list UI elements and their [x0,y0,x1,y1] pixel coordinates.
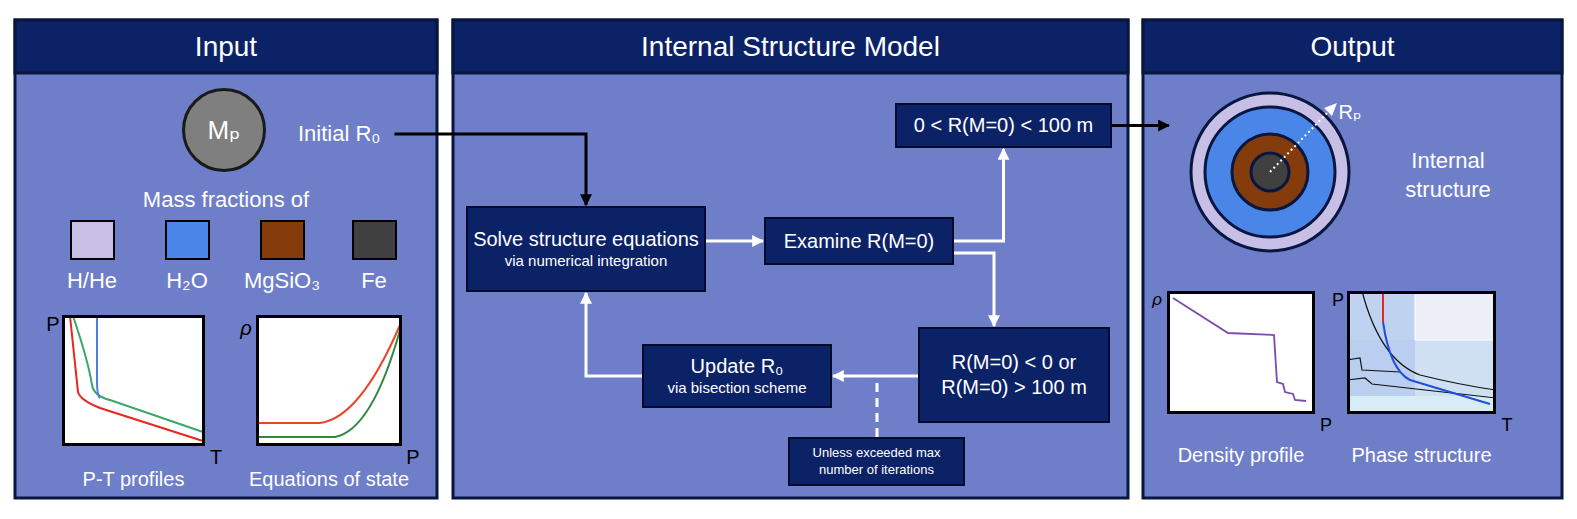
axis-label: T [210,446,222,469]
legend-item: MgSiO₃ [232,220,332,294]
pt-profile-plot: PTP-T profiles [62,315,205,446]
legend-swatch [165,220,210,260]
legend-item: H₂O [137,220,237,294]
iteration-limit-line [876,382,879,437]
axis-label: ρ [240,317,251,340]
plot-caption: Equations of state [249,468,409,491]
axis-label: T [1502,415,1513,436]
phase-plot [1347,291,1496,414]
legend-item: Fe [324,220,424,294]
box-content: Update R₀via bisection scheme [644,346,830,406]
output-label: Internal structure [1383,147,1513,204]
box-content: R(M=0) < 0 or R(M=0) > 100 m [920,329,1108,421]
axis-label: ρ [1152,290,1162,310]
phase-plot-frame: PTPhase structure [1347,291,1496,414]
result-box: R(M=0) < 0 or R(M=0) > 100 m [918,327,1110,423]
panel-grounds [15,20,1562,498]
panel-title: Internal Structure Model [453,20,1128,73]
axis-label: P [1332,290,1344,311]
box-label: Solve structure equations [473,227,699,252]
box-label: Examine R(M=0) [784,229,935,254]
flow-arrow [833,375,918,378]
box-sublabel: via bisection scheme [667,379,806,398]
density-plot [1167,291,1315,414]
box-label: Unless exceeded max number of iterations [802,445,952,478]
planet-mass-circle: Mₚ [182,88,266,172]
box-label: 0 < R(M=0) < 100 m [914,113,1094,138]
mass-label: Mₚ [208,115,241,146]
flow-arrow [954,253,994,326]
box-sublabel: via numerical integration [505,252,668,271]
box-content: Examine R(M=0) [766,219,952,263]
circle-content: Mₚ [185,91,263,169]
section-label: Mass fractions of [143,186,309,215]
plot-caption: Density profile [1178,444,1305,467]
flow-arrow [1112,124,1169,127]
box-label: R(M=0) < 0 or R(M=0) > 100 m [932,350,1097,400]
legend-label: MgSiO₃ [244,268,320,294]
result-box: 0 < R(M=0) < 100 m [895,103,1112,148]
panel-title: Output [1143,20,1562,73]
panel-title: Input [15,20,437,73]
model-panel: Internal Structure ModelSolve structure … [453,20,1128,498]
flow-arrow [586,293,642,376]
axis-label: P [406,446,419,469]
box-content: 0 < R(M=0) < 100 m [897,105,1110,146]
density-plot-frame: ρPDensity profile [1167,291,1315,414]
eos-plot: ρPEquations of state [256,315,402,446]
flow-arrow [395,134,587,205]
process-box: Solve structure equationsvia numerical i… [466,206,706,292]
axis-label: P [1320,415,1332,436]
process-box: Examine R(M=0) [764,217,954,265]
flow-arrow [706,240,763,243]
legend-label: Fe [361,268,387,294]
axis-label: P [46,313,59,336]
legend-swatch [260,220,305,260]
eos-plot [256,315,402,446]
box-label: Update R₀ [691,354,784,379]
radius-label: Rₚ [1338,99,1361,125]
legend-label: H/He [67,268,117,294]
legend-item: H/He [42,220,142,294]
input-label: Initial R₀ [298,120,381,149]
box-content: Unless exceeded max number of iterations [790,439,963,484]
planet-structure [1191,93,1349,251]
output-panel: OutputρPDensity profilePTPhase structure [1143,20,1562,498]
legend-swatch [352,220,397,260]
legend-label: H₂O [166,268,208,294]
plot-caption: P-T profiles [83,468,185,491]
plot-caption: Phase structure [1351,444,1491,467]
box-content: Solve structure equationsvia numerical i… [468,208,704,290]
pt-plot [62,315,205,446]
flow-arrow [954,149,1004,241]
note-box: Unless exceeded max number of iterations [788,437,965,486]
legend-swatch [70,220,115,260]
process-box: Update R₀via bisection scheme [642,344,832,408]
